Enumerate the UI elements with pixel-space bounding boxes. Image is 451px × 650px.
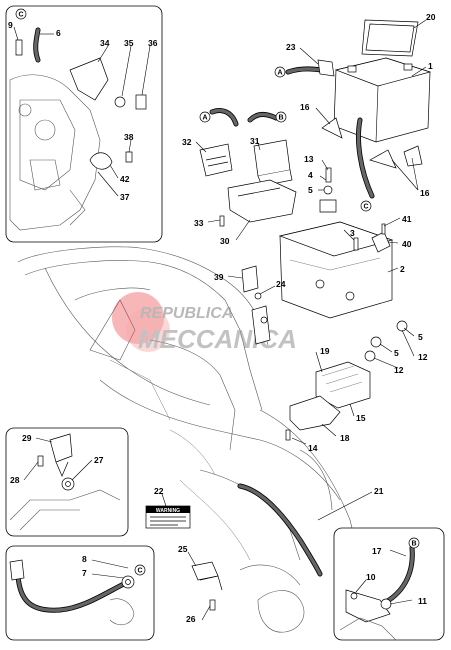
- clamp-group: [187, 551, 223, 621]
- callout-28: 28: [10, 475, 20, 485]
- connector-c-label-mid: C: [363, 204, 368, 211]
- connector-b-marker-bottom: B: [408, 537, 420, 549]
- connector-c-label-bottom: C: [137, 568, 142, 575]
- callout-5b: 5: [418, 332, 423, 342]
- watermark-logo: REPUBLICA MECCANICA: [112, 292, 297, 354]
- callout-20: 20: [426, 12, 436, 22]
- watermark-line1: REPUBLICA: [140, 305, 233, 322]
- callout-31: 31: [250, 136, 260, 146]
- callout-39: 39: [214, 272, 224, 282]
- callout-2: 2: [400, 264, 405, 274]
- inset-top-left: [5, 5, 163, 243]
- callout-41: 41: [402, 214, 412, 224]
- connector-a-label-top: A: [277, 70, 282, 77]
- callout-5c: 5: [394, 348, 399, 358]
- callout-16b: 16: [420, 188, 430, 198]
- callout-18: 18: [340, 433, 350, 443]
- callout-37: 37: [120, 192, 130, 202]
- connector-c-marker-top: C: [15, 8, 27, 20]
- connector-b-label-bottom: B: [411, 541, 416, 548]
- callout-7: 7: [82, 568, 87, 578]
- callout-12a: 12: [418, 352, 428, 362]
- inset-bottom-left: [5, 545, 155, 641]
- connector-c-marker-bottom: C: [134, 564, 146, 576]
- connector-c-label-top: C: [18, 12, 23, 19]
- callout-4: 4: [308, 170, 313, 180]
- callout-22: 22: [154, 486, 164, 496]
- frame-outline: [17, 246, 361, 633]
- callout-8: 8: [82, 554, 87, 564]
- callout-11: 11: [418, 596, 427, 606]
- callout-14: 14: [308, 443, 318, 453]
- callout-27: 27: [94, 455, 104, 465]
- inset-bottom-right: [333, 527, 445, 641]
- sensor-group: [227, 265, 276, 345]
- callout-12b: 12: [394, 365, 404, 375]
- battery-group: [285, 19, 432, 199]
- battery-tray-group: [278, 159, 415, 369]
- callout-3: 3: [350, 228, 355, 238]
- callout-17: 17: [372, 546, 382, 556]
- callout-38: 38: [124, 132, 134, 142]
- callout-25: 25: [178, 544, 188, 554]
- callout-26: 26: [186, 614, 196, 624]
- callout-30: 30: [220, 236, 230, 246]
- callout-42: 42: [120, 174, 130, 184]
- callout-33: 33: [194, 218, 204, 228]
- connector-b-label-mid: B: [278, 115, 283, 122]
- callout-40: 40: [402, 239, 412, 249]
- callout-23: 23: [286, 42, 296, 52]
- ground-cable-group: [237, 483, 373, 577]
- callout-5a: 5: [308, 185, 313, 195]
- connector-a-marker-top: A: [274, 66, 286, 78]
- connector-a-label-mid: A: [202, 115, 207, 122]
- callout-10: 10: [366, 572, 376, 582]
- callout-15: 15: [356, 413, 366, 423]
- callout-6: 6: [56, 28, 61, 38]
- callout-29: 29: [22, 433, 32, 443]
- callout-35: 35: [124, 38, 134, 48]
- callout-16a: 16: [300, 102, 310, 112]
- callout-19: 19: [320, 346, 330, 356]
- callout-1: 1: [428, 61, 433, 71]
- watermark-line2: MECCANICA: [138, 324, 297, 354]
- callout-9: 9: [8, 20, 13, 30]
- warning-label-title: WARNING: [156, 508, 180, 514]
- inset-middle-left: [5, 427, 129, 537]
- callout-labels: 20 1 23 16 16 9 6 34 35 36 38 42 37 31 3…: [8, 12, 436, 624]
- callout-32: 32: [182, 137, 192, 147]
- callout-36: 36: [148, 38, 158, 48]
- callout-21: 21: [374, 486, 384, 496]
- callout-13: 13: [304, 154, 314, 164]
- connector-c-marker-mid: C: [360, 200, 372, 212]
- connector-a-marker-mid: A: [199, 111, 211, 123]
- relay-group: [195, 108, 297, 241]
- callout-34: 34: [100, 38, 110, 48]
- fuse-box-group: [285, 351, 371, 445]
- connector-b-marker-mid: B: [275, 111, 287, 123]
- callout-24: 24: [276, 279, 286, 289]
- warning-label: WARNING: [145, 493, 191, 529]
